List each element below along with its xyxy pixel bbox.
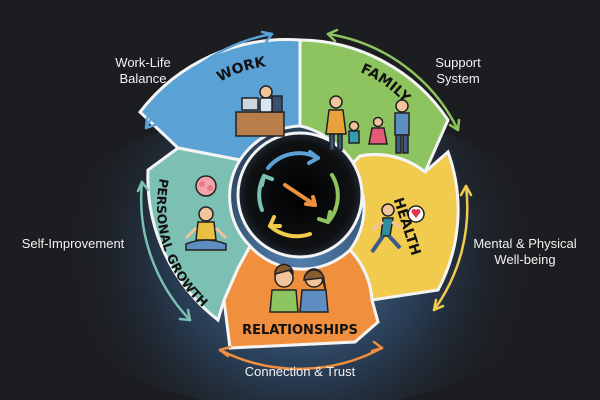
- label-support-line-2: System: [436, 71, 480, 86]
- label-connection-trust: Connection & Trust: [228, 364, 372, 380]
- segment-label-relationships: RELATIONSHIPS: [242, 323, 358, 338]
- label-work-life-line-1: Work-Life: [115, 55, 171, 70]
- label-mental-physical: Mental & Physical Well-being: [462, 236, 588, 268]
- label-support-system: Support System: [408, 55, 508, 87]
- cycle-arrows-icon: [257, 150, 340, 239]
- couple-icon: [269, 263, 329, 313]
- arrow-support: [326, 32, 460, 132]
- label-self-improvement: Self-Improvement: [14, 236, 132, 252]
- arrow-connection: [218, 346, 384, 371]
- arrow-wellbeing: [432, 184, 469, 312]
- label-self-improvement-line-1: Self-Improvement: [21, 236, 125, 251]
- person-at-laptop-icon: [235, 85, 285, 137]
- meditating-person-icon: [184, 175, 228, 251]
- label-work-life-line-2: Balance: [119, 71, 167, 86]
- family-group-icon: [325, 95, 410, 154]
- label-mental-line-2: Well-being: [494, 252, 556, 267]
- label-work-life-balance: Work-Life Balance: [88, 55, 198, 87]
- running-woman-icon: [370, 203, 425, 254]
- segment-health[interactable]: [348, 149, 460, 302]
- label-mental-line-1: Mental & Physical: [473, 236, 577, 251]
- arrow-self-improvement: [140, 180, 192, 322]
- label-connection-line-1: Connection & Trust: [244, 364, 356, 379]
- arrow-work-life: [144, 32, 274, 130]
- label-support-line-1: Support: [435, 55, 481, 70]
- outer-arrows: [136, 28, 473, 371]
